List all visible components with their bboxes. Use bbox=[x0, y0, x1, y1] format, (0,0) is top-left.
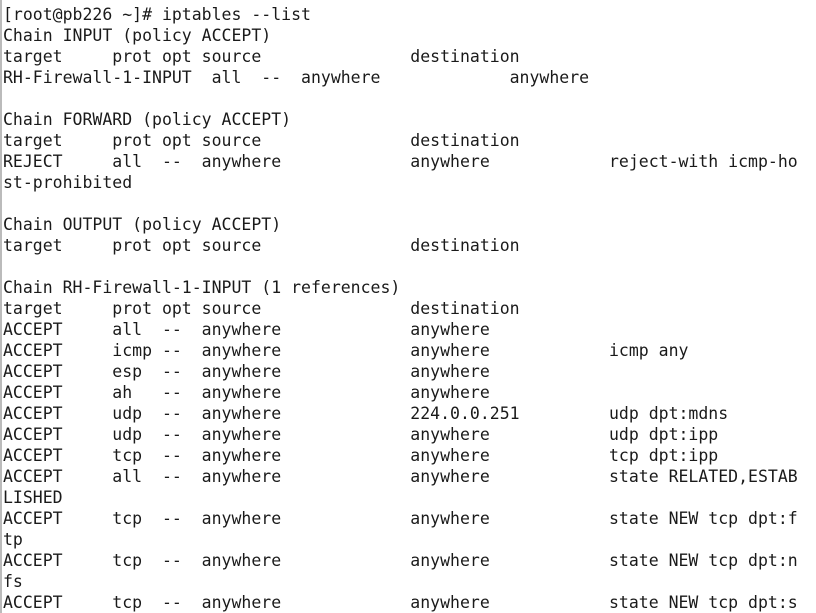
terminal-line: target prot opt source destination bbox=[3, 47, 520, 66]
terminal-line: target prot opt source destination bbox=[3, 236, 520, 255]
terminal-line: ACCEPT all -- anywhere anywhere bbox=[3, 320, 490, 339]
terminal-line: Chain OUTPUT (policy ACCEPT) bbox=[3, 215, 282, 234]
terminal-line bbox=[3, 256, 816, 277]
terminal-line: ACCEPT icmp -- anywhere anywhere icmp an… bbox=[3, 341, 689, 360]
terminal-line: target prot opt source destination bbox=[3, 299, 520, 318]
terminal-line: ACCEPT udp -- anywhere 224.0.0.251 udp d… bbox=[3, 404, 729, 423]
terminal-line: ACCEPT tcp -- anywhere anywhere tcp dpt:… bbox=[3, 446, 719, 465]
terminal-line: REJECT all -- anywhere anywhere reject-w… bbox=[3, 152, 798, 171]
terminal-line: ACCEPT ah -- anywhere anywhere bbox=[3, 383, 490, 402]
terminal-line: ACCEPT tcp -- anywhere anywhere state NE… bbox=[3, 551, 798, 570]
terminal-line: ACCEPT esp -- anywhere anywhere bbox=[3, 362, 490, 381]
terminal-line: st-prohibited bbox=[3, 173, 133, 192]
terminal-line bbox=[3, 88, 816, 109]
terminal-line: ACCEPT tcp -- anywhere anywhere state NE… bbox=[3, 593, 798, 612]
terminal-line: RH-Firewall-1-INPUT all -- anywhere anyw… bbox=[3, 68, 590, 87]
terminal-line: ACCEPT udp -- anywhere anywhere udp dpt:… bbox=[3, 425, 719, 444]
terminal-line: Chain FORWARD (policy ACCEPT) bbox=[3, 110, 292, 129]
terminal-line: Chain RH-Firewall-1-INPUT (1 references) bbox=[3, 278, 401, 297]
terminal-line: Chain INPUT (policy ACCEPT) bbox=[3, 26, 272, 45]
terminal-line: fs bbox=[3, 572, 23, 591]
terminal-line: tp bbox=[3, 530, 23, 549]
terminal-line: ACCEPT tcp -- anywhere anywhere state NE… bbox=[3, 509, 798, 528]
terminal-line: ACCEPT all -- anywhere anywhere state RE… bbox=[3, 467, 798, 486]
terminal-line: [root@pb226 ~]# iptables --list bbox=[3, 5, 311, 24]
terminal-line bbox=[3, 193, 816, 214]
terminal-line: LISHED bbox=[3, 488, 63, 507]
terminal-line: target prot opt source destination bbox=[3, 131, 520, 150]
